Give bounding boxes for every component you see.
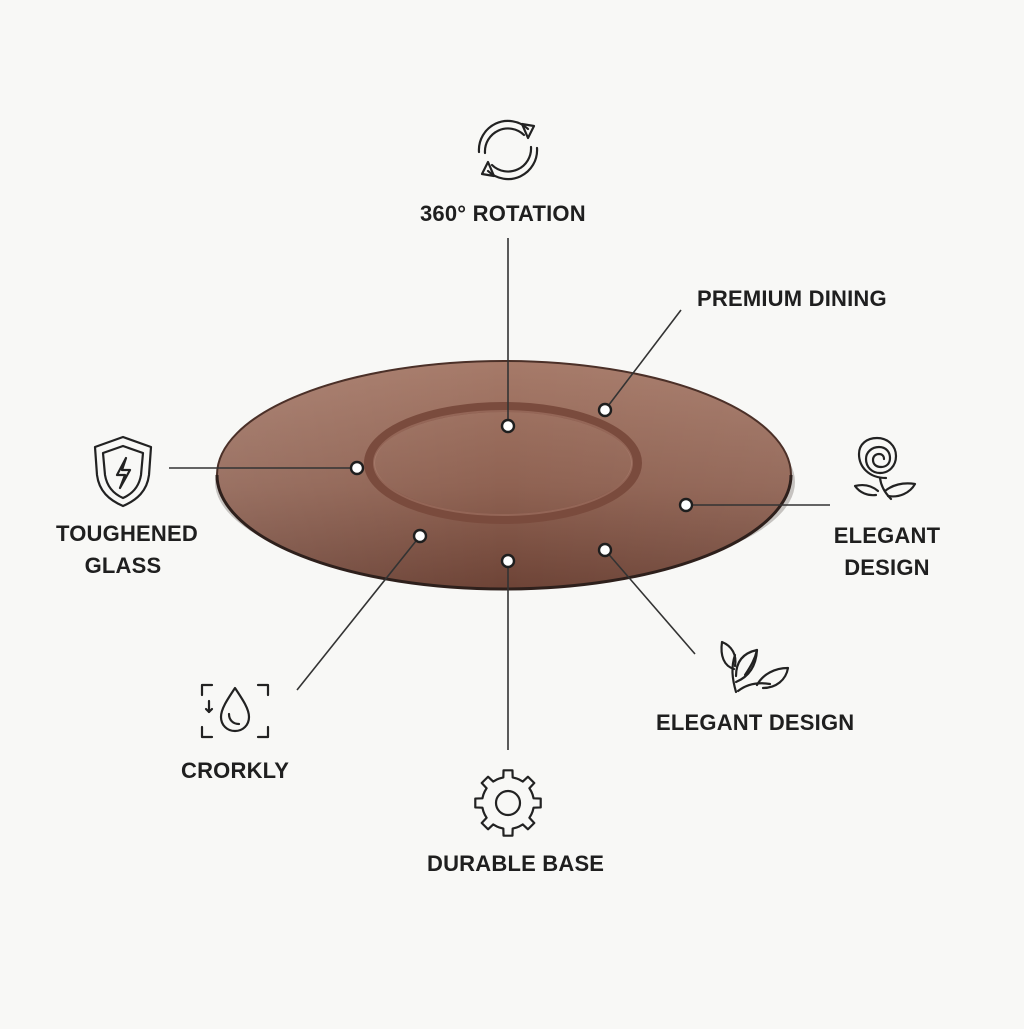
label-toughened-glass-line2: GLASS: [84, 552, 162, 578]
connector-elegant-design-lower: [604, 549, 696, 655]
rotation-arrows-icon: [470, 114, 546, 186]
label-durable-base: DURABLE BASE: [427, 851, 605, 876]
glass-sheen: [217, 361, 791, 589]
shield-lightning-icon: [90, 433, 156, 509]
label-toughened-glass: TOUGHENED GLASS: [56, 518, 198, 582]
gear-outline: [474, 769, 542, 837]
label-elegant-design-right-line2: DESIGN: [844, 554, 930, 580]
point-crorkly: [412, 528, 428, 544]
point-rotation: [500, 418, 516, 434]
point-durable-base: [500, 553, 516, 569]
label-elegant-design-right: ELEGANT DESIGN: [826, 520, 948, 584]
label-toughened-glass-line1: TOUGHENED: [56, 521, 198, 546]
label-elegant-design-lower: ELEGANT DESIGN: [656, 710, 855, 735]
label-premium-dining: PREMIUM DINING: [697, 286, 887, 311]
leaves-icon: [718, 628, 792, 696]
point-toughened-glass: [349, 460, 365, 476]
connector-crorkly: [296, 535, 421, 691]
label-rotation: 360° ROTATION: [420, 201, 586, 226]
rose-icon: [852, 435, 920, 503]
rotating-ring-inner: [373, 410, 633, 516]
gear-icon: [470, 765, 546, 841]
point-elegant-design-right: [678, 497, 694, 513]
label-elegant-design-right-line1: ELEGANT: [833, 523, 941, 548]
water-drop-icon: [198, 682, 272, 740]
glass-thickness-edge: [215, 474, 793, 591]
rotating-ring-outer: [364, 402, 642, 524]
point-premium-dining: [597, 402, 613, 418]
point-elegant-design-lower: [597, 542, 613, 558]
label-crorkly: CRORKLY: [181, 758, 290, 783]
connector-premium-dining: [604, 309, 682, 411]
